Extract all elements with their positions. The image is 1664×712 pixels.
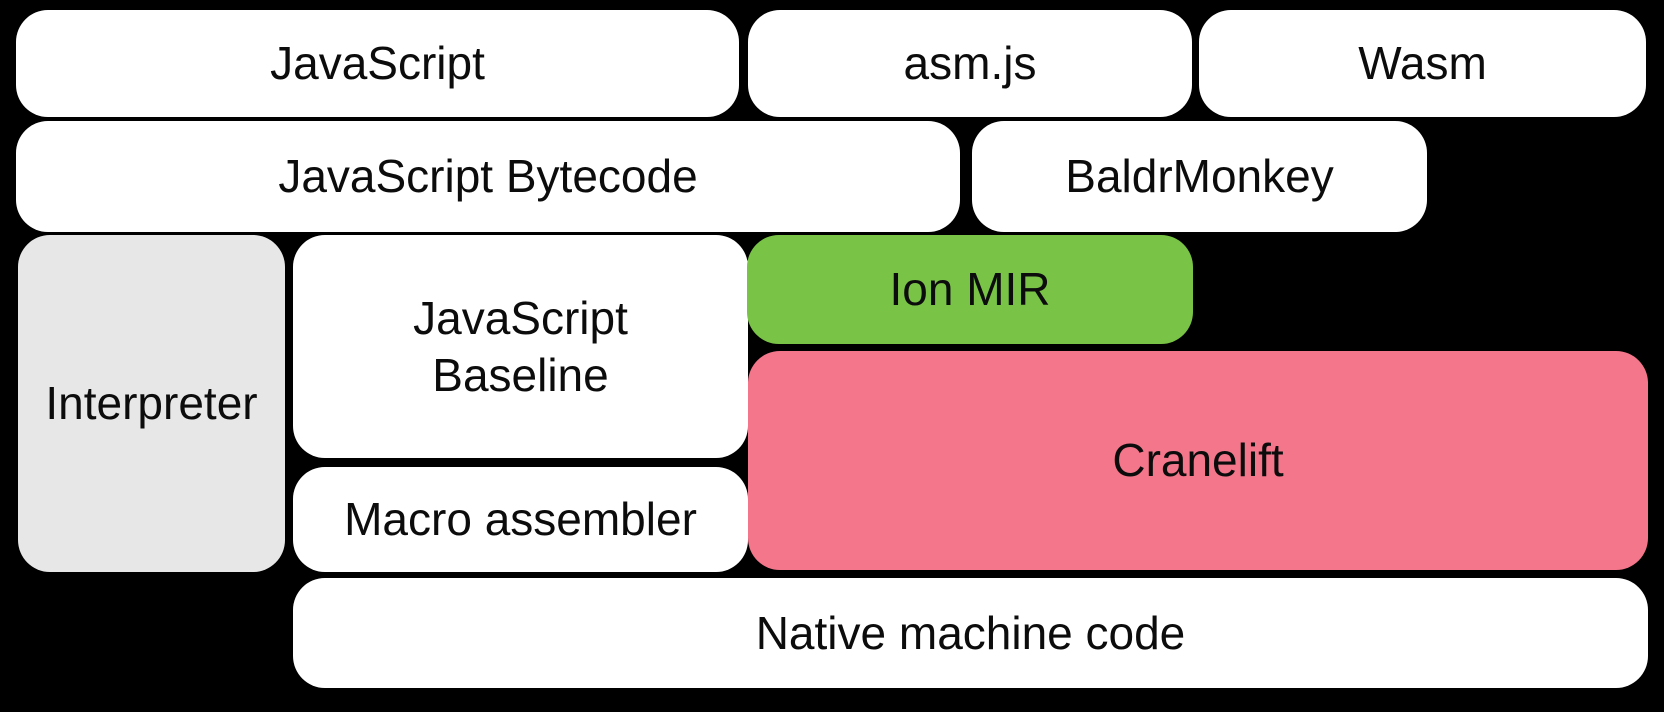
native-machine-code-label: Native machine code — [755, 606, 1186, 659]
box-baldrmonkey: BaldrMonkey — [972, 121, 1427, 232]
box-ion-mir: Ion MIR — [747, 235, 1193, 344]
box-interpreter: Interpreter — [18, 235, 285, 572]
macro-assembler-label: Macro assembler — [344, 493, 697, 546]
box-wasm: Wasm — [1199, 10, 1646, 117]
ion-mir-label: Ion MIR — [889, 263, 1051, 316]
javascript-label: JavaScript — [270, 37, 485, 90]
box-javascript: JavaScript — [16, 10, 739, 117]
box-javascript-bytecode: JavaScript Bytecode — [16, 121, 960, 232]
baldrmonkey-label: BaldrMonkey — [1065, 150, 1334, 203]
interpreter-label: Interpreter — [45, 377, 258, 430]
box-macro-assembler: Macro assembler — [293, 467, 748, 572]
cranelift-label: Cranelift — [1112, 434, 1284, 487]
javascript-baseline-label: JavaScript Baseline — [413, 292, 628, 401]
javascript-bytecode-label: JavaScript Bytecode — [278, 150, 698, 203]
asmjs-label: asm.js — [903, 37, 1037, 90]
box-cranelift: Cranelift — [748, 351, 1648, 570]
box-javascript-baseline: JavaScript Baseline — [293, 235, 748, 458]
box-native-machine-code: Native machine code — [293, 578, 1648, 688]
box-asmjs: asm.js — [748, 10, 1192, 117]
wasm-label: Wasm — [1358, 37, 1487, 90]
